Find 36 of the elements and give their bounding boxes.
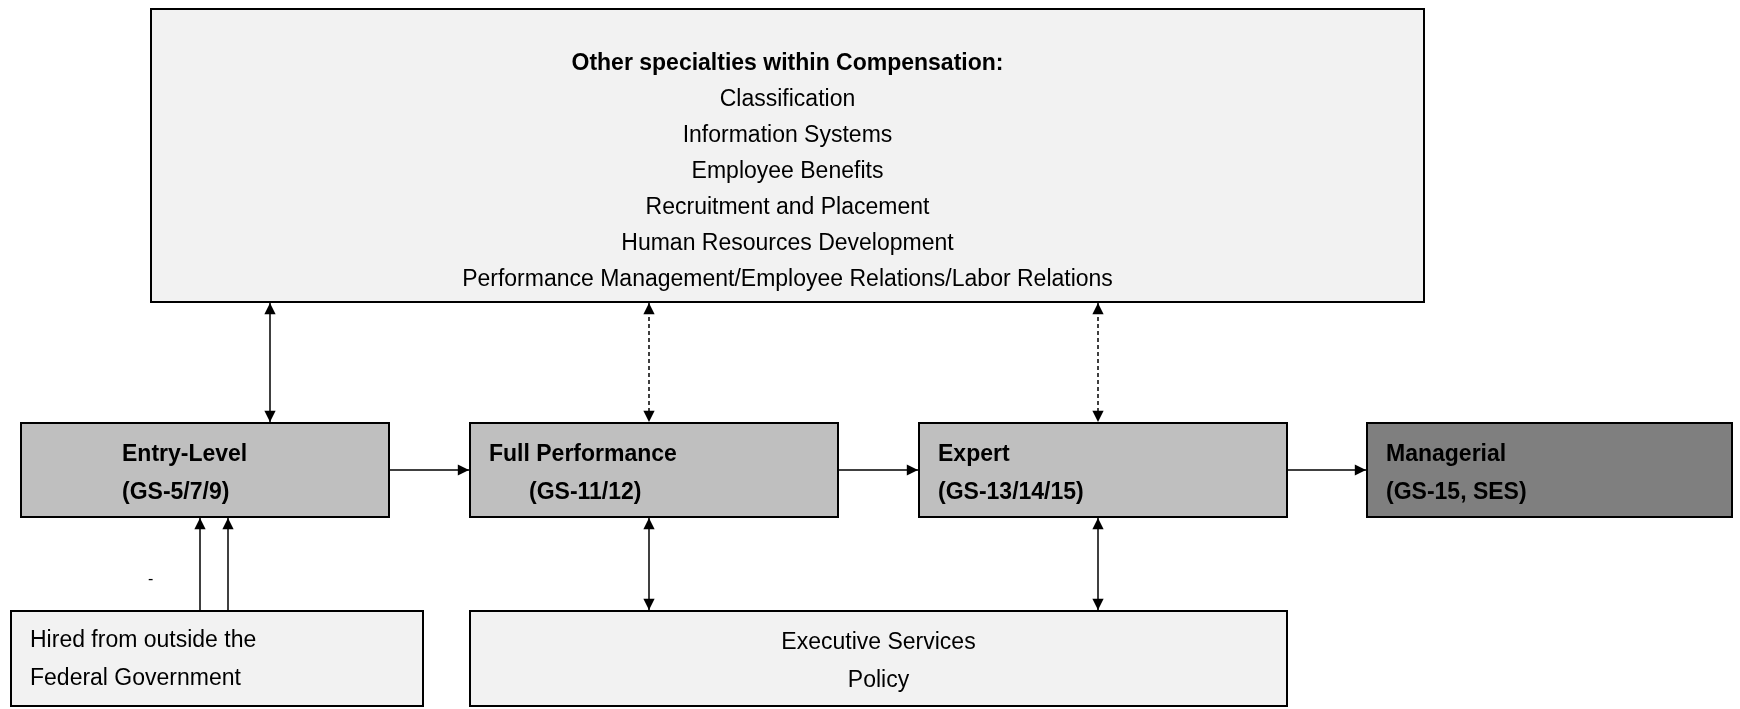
box-text: Employee Benefits — [691, 156, 884, 185]
box-text: Recruitment and Placement — [645, 192, 930, 221]
grade-box — [918, 422, 1288, 518]
grade-range: (GS-15, SES) — [1386, 477, 1527, 506]
box-text: Classification — [719, 84, 856, 113]
box-text: Information Systems — [682, 120, 893, 149]
arrow — [194, 517, 206, 611]
box-text: Policy — [847, 665, 910, 694]
specialties-box — [150, 8, 1425, 303]
hiring-box — [10, 610, 424, 707]
grade-box — [1366, 422, 1733, 518]
grade-range: (GS-5/7/9) — [122, 477, 230, 506]
box-text: Human Resources Development — [621, 228, 954, 257]
arrow — [222, 517, 234, 611]
box-text: Performance Management/Employee Relations/Labor Relations — [462, 264, 1113, 293]
arrow — [1287, 464, 1367, 476]
arrow — [643, 302, 655, 423]
grade-title: Managerial — [1386, 439, 1507, 468]
grade-range: (GS-11/12) — [528, 477, 642, 506]
arrow — [389, 464, 470, 476]
grade-title: Full Performance — [489, 439, 677, 468]
grade-box — [469, 422, 839, 518]
arrow — [643, 517, 655, 611]
arrow — [1092, 302, 1104, 423]
grade-title: Expert — [938, 439, 1010, 468]
grade-box — [20, 422, 390, 518]
arrow — [1092, 517, 1104, 611]
grade-title: Entry-Level — [122, 439, 248, 468]
stray-mark: - — [148, 570, 154, 588]
office-box — [469, 610, 1288, 707]
box-text: Hired from outside the Federal Government — [30, 625, 258, 692]
arrow — [838, 464, 919, 476]
box-heading: Other specialties within Compensation: — [571, 48, 1004, 77]
box-text: Executive Services — [781, 627, 976, 656]
grade-range: (GS-13/14/15) — [938, 477, 1084, 506]
arrow — [264, 302, 276, 423]
